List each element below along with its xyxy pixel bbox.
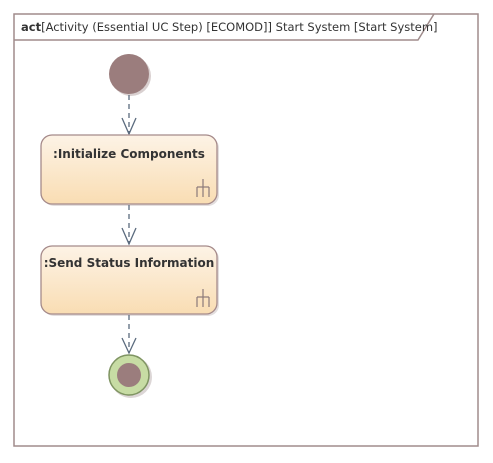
action-box [40,245,218,315]
frame-title: [Activity (Essential UC Step) [ECOMOD]] … [41,20,437,34]
diagram-frame: act[Activity (Essential UC Step) [ECOMOD… [13,13,479,447]
rake-icon [196,179,210,197]
final-node-inner [117,363,141,387]
control-flow-initialize-to-send[interactable] [121,205,137,246]
frame-keyword: act [21,20,42,34]
frame-header-text: act[Activity (Essential UC Step) [ECOMOD… [21,20,438,34]
action-box [40,134,218,205]
flow-arrowhead-icon [121,117,137,136]
action-label: :Initialize Components [53,147,205,161]
frame-border [13,13,479,447]
control-flow-initial-to-initialize[interactable] [121,95,137,136]
initial-node-circle [109,54,149,94]
control-flow-send-to-final[interactable] [121,315,137,355]
frame-header-tab [14,13,435,41]
action-label: :Send Status Information [44,256,215,270]
flow-arrowhead-icon [121,227,137,246]
action-initialize-components[interactable]: :Initialize Components [40,134,219,206]
rake-icon [196,289,210,307]
initial-node[interactable] [109,54,151,96]
activity-final-node[interactable] [108,354,152,398]
flow-arrowhead-icon [121,337,137,355]
action-send-status-information[interactable]: :Send Status Information [40,245,219,316]
